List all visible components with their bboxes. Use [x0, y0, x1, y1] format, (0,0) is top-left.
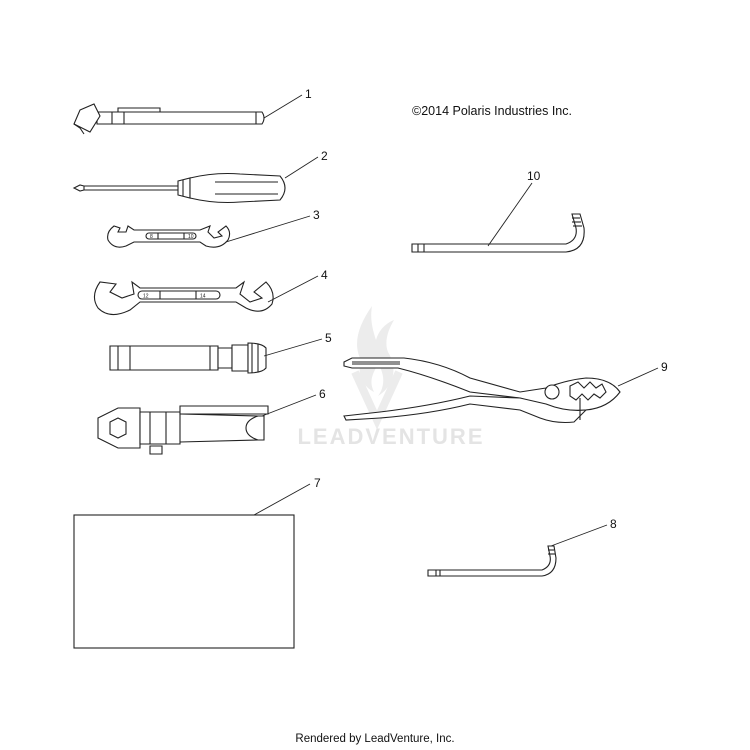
- watermark-flame-icon: [357, 306, 394, 396]
- callout-2: 2: [321, 149, 328, 163]
- watermark: LEADVENTURE: [297, 306, 484, 449]
- callout-3: 3: [313, 208, 320, 222]
- part-1-spark-plug-pouch-tool[interactable]: [73, 103, 265, 135]
- part-6-socket-wrench-handle[interactable]: [97, 405, 269, 455]
- part-7-manual-card[interactable]: [73, 514, 295, 649]
- watermark-text: LEADVENTURE: [297, 424, 484, 449]
- callout-4: 4: [321, 268, 328, 282]
- copyright-text: ©2014 Polaris Industries Inc.: [412, 104, 572, 118]
- callout-10: 10: [527, 169, 541, 183]
- callout-5: 5: [325, 331, 332, 345]
- wrench-size-left: 12: [143, 294, 149, 300]
- part-4-open-end-wrench-large[interactable]: 12 14: [93, 280, 274, 316]
- wrench-size-right: 14: [200, 294, 206, 300]
- callout-7: 7: [314, 476, 321, 490]
- wrench-size-right: 10: [188, 234, 194, 240]
- footer-credit: Rendered by LeadVenture, Inc.: [295, 733, 455, 745]
- part-9-pliers[interactable]: [343, 357, 621, 424]
- callout-1: 1: [305, 87, 312, 101]
- part-10-hex-key-large[interactable]: [411, 213, 585, 253]
- part-5-spark-plug-socket[interactable]: [109, 342, 267, 374]
- part-3-open-end-wrench-small[interactable]: 8 10: [107, 225, 231, 248]
- part-8-hex-key-small[interactable]: [427, 545, 557, 577]
- part-2-screwdriver[interactable]: [72, 172, 286, 204]
- callout-6: 6: [319, 387, 326, 401]
- callout-9: 9: [661, 360, 668, 374]
- callout-8: 8: [610, 517, 617, 531]
- wrench-size-left: 8: [150, 234, 153, 240]
